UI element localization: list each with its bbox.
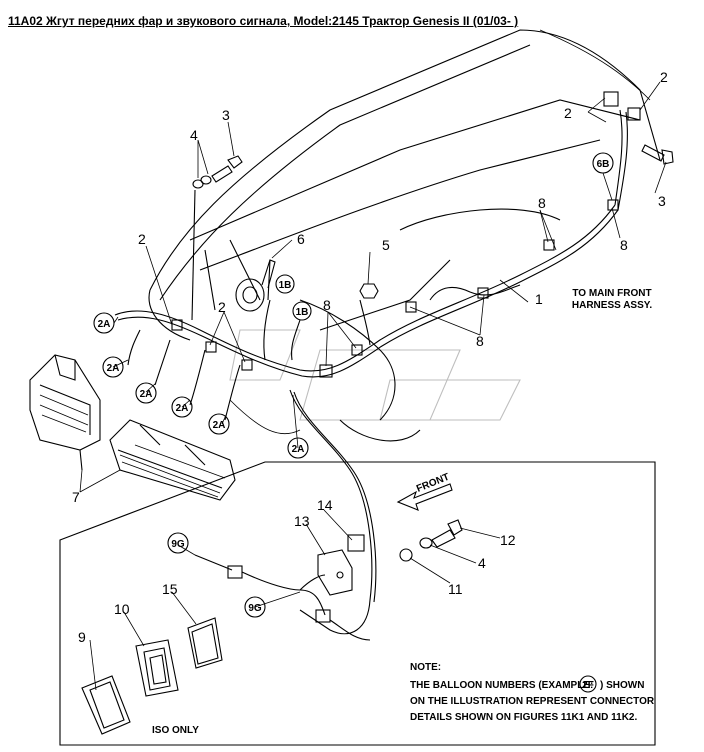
horn-icon — [235, 259, 276, 312]
leader-lines — [79, 81, 667, 691]
balloon-2a: 2A — [107, 363, 120, 374]
callout-9: 9 — [78, 629, 86, 645]
callout-6: 6 — [297, 231, 305, 247]
callout-2: 2 — [138, 231, 146, 247]
balloon-2a: 2A — [98, 319, 111, 330]
balloon-1b: 1B — [296, 307, 309, 318]
balloon-1b: 1B — [279, 280, 292, 291]
callout-15: 15 — [162, 581, 178, 597]
callout-1: 1 — [535, 291, 543, 307]
callout-2: 2 — [564, 105, 572, 121]
callout-11: 11 — [448, 581, 463, 597]
note-line2: ON THE ILLUSTRATION REPRESENT CONNECTOR — [410, 696, 655, 707]
callout-12: 12 — [500, 532, 516, 548]
callout-14: 14 — [317, 497, 333, 513]
page-title: 11A02 Жгут передних фар и звукового сигн… — [8, 14, 519, 28]
bolt-washer-upper-left — [192, 155, 243, 189]
callout-2: 2 — [218, 299, 226, 315]
balloon-2a: 2A — [176, 403, 189, 414]
note-line1a: THE BALLOON NUMBERS (EXAMPLE: — [410, 680, 593, 691]
iso-detail-box — [59, 461, 656, 746]
connector-balloons: 2A 2A 2A 2A 2A 2A 1B 1B 6B 9G 9G — [93, 152, 614, 618]
callout-8: 8 — [476, 333, 484, 349]
callout-2: 2 — [660, 69, 668, 85]
callout-numbers: 1 2 2 2 2 3 3 4 4 5 6 7 8 8 8 8 9 10 11 … — [72, 69, 668, 645]
front-arrow-icon — [396, 483, 453, 511]
bolt-icon-right — [641, 144, 674, 165]
callout-10: 10 — [114, 601, 130, 617]
note-balloon: 2F — [582, 680, 594, 691]
main-front-label-line2: HARNESS ASSY. — [572, 300, 652, 311]
iso-only-label: ISO ONLY — [152, 725, 199, 736]
balloon-9g: 9G — [248, 603, 262, 614]
note-line3: DETAILS SHOWN ON FIGURES 11K1 AND 11K2. — [410, 712, 637, 723]
callout-5: 5 — [382, 237, 390, 253]
note-block: NOTE: THE BALLOON NUMBERS (EXAMPLE: 2F )… — [410, 662, 655, 723]
callout-4: 4 — [478, 555, 486, 571]
main-front-label-line1: TO MAIN FRONT — [572, 288, 651, 299]
text-labels: TO MAIN FRONT HARNESS ASSY. FRONT ISO ON… — [152, 288, 652, 736]
right-headlight-assembly — [109, 419, 236, 501]
main-harness-wires — [114, 109, 628, 635]
callout-3: 3 — [222, 107, 230, 123]
nut-icon — [359, 283, 379, 299]
callout-8: 8 — [620, 237, 628, 253]
balloon-9g: 9G — [171, 539, 185, 550]
callout-4: 4 — [190, 127, 198, 143]
note-heading: NOTE: — [410, 662, 441, 673]
callout-8: 8 — [323, 297, 331, 313]
balloon-2a: 2A — [140, 389, 153, 400]
tractor-hood-outline — [148, 29, 661, 442]
left-headlight-assembly — [29, 354, 101, 471]
callout-13: 13 — [294, 513, 310, 529]
callout-7: 7 — [72, 489, 80, 505]
balloon-6b: 6B — [597, 159, 610, 170]
iso-detail-parts — [81, 519, 463, 735]
note-line1b: ) SHOWN — [600, 680, 644, 691]
callout-8: 8 — [538, 195, 546, 211]
balloon-2a: 2A — [292, 444, 305, 455]
balloon-2a: 2A — [213, 420, 226, 431]
callout-3: 3 — [658, 193, 666, 209]
front-label: FRONT — [415, 472, 451, 495]
harness-clips — [171, 91, 641, 378]
watermark — [229, 329, 521, 421]
